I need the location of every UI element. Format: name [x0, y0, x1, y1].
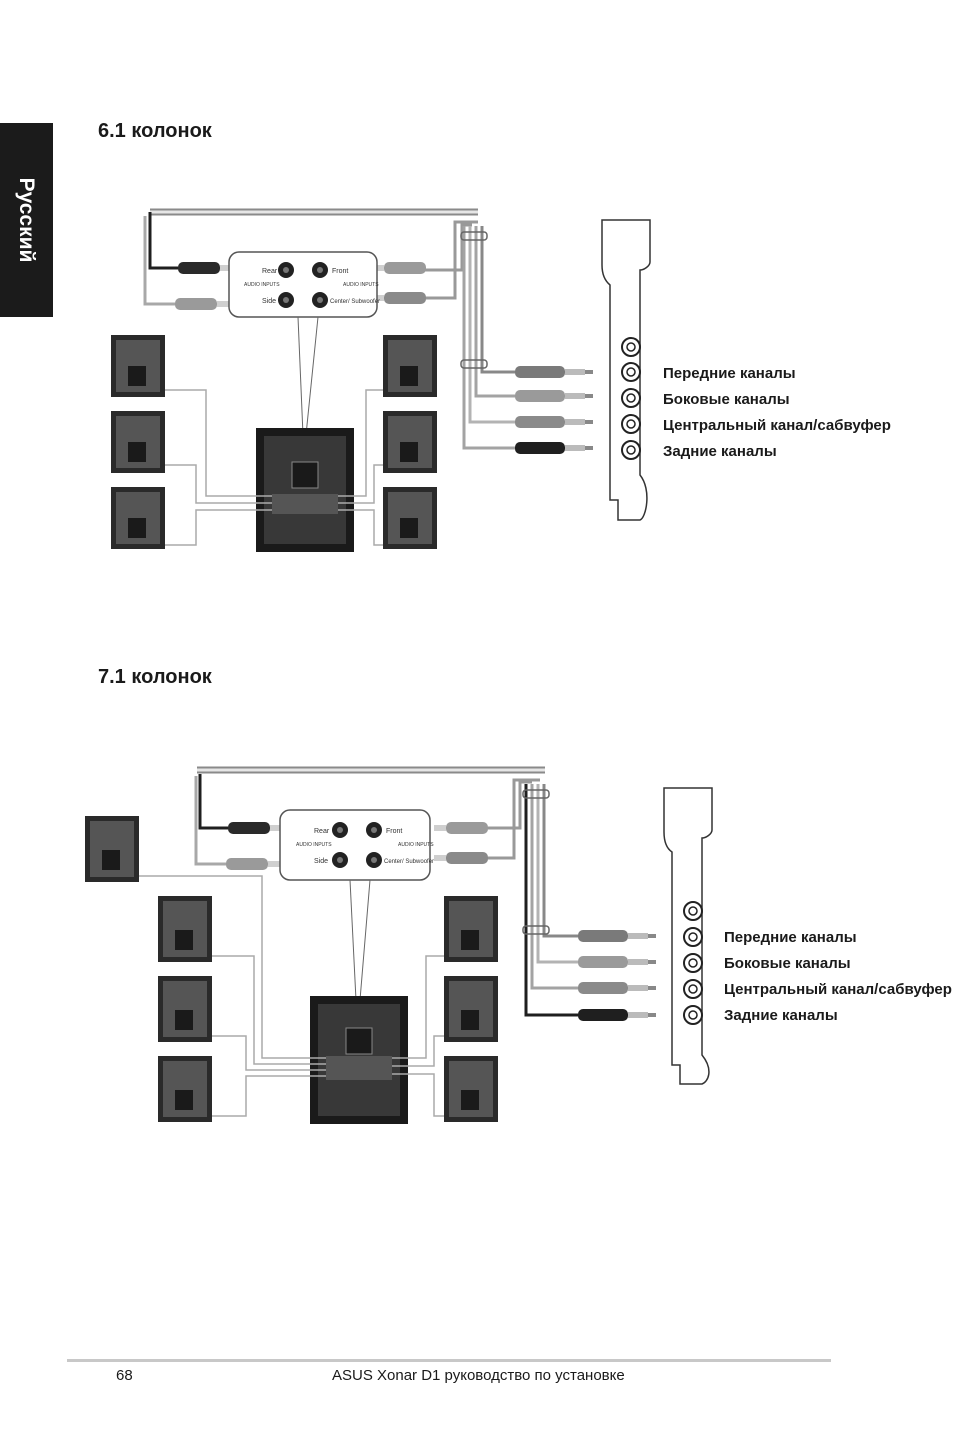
output-label-rear-6: Задние каналы — [663, 443, 777, 460]
speaker-right-2-6 — [383, 411, 437, 473]
side-label-6: Side — [262, 298, 276, 305]
diagram-6-1: Rear Side Front Center/ Subwoofer AUDIO … — [0, 200, 954, 560]
diagram-7-1-svg: Rear Side Front Center/ Subwoofer AUDIO … — [85, 766, 952, 1124]
speaker-left-1-6 — [111, 335, 165, 397]
speaker-right-3-7 — [444, 1056, 498, 1122]
audio-input-panel-7 — [279, 809, 431, 881]
output-label-side-7: Боковые каналы — [724, 955, 851, 972]
audio-input-panel-6 — [228, 251, 378, 318]
output-label-side-6: Боковые каналы — [663, 391, 790, 408]
diagram-7-1: Rear Side Front Center/ Subwoofer AUDIO … — [0, 760, 954, 1130]
output-jacks-6 — [621, 337, 641, 460]
output-label-center-6: Центральный канал/сабвуфер — [663, 417, 891, 434]
speaker-left-2-6 — [111, 411, 165, 473]
card-bracket-7 — [663, 787, 713, 1085]
page-number: 68 — [116, 1367, 133, 1384]
card-bracket-6 — [601, 219, 651, 521]
speaker-left-2-7 — [158, 976, 212, 1042]
section-title-7-1: 7.1 колонок — [98, 666, 212, 688]
language-tab: Русский — [0, 123, 53, 317]
front-label-7: Front — [386, 828, 402, 835]
section-title-6-1: 6.1 колонок — [98, 120, 212, 142]
speaker-right-3-6 — [383, 487, 437, 549]
rear-plug-7 — [228, 822, 282, 834]
inputs-label-left-7: AUDIO INPUTS — [296, 842, 332, 848]
output-label-front-7: Передние каналы — [724, 929, 857, 946]
speaker-left-3-7 — [158, 1056, 212, 1122]
speaker-right-1-7 — [444, 896, 498, 962]
footer-rule — [67, 1359, 831, 1362]
rear-label-7: Rear — [314, 828, 330, 835]
side-plug-6 — [175, 298, 229, 310]
footer-doc-title: ASUS Xonar D1 руководство по установке — [332, 1367, 625, 1384]
center-plug-6 — [372, 292, 426, 304]
speaker-rear-center-7 — [85, 816, 139, 882]
speaker-right-2-7 — [444, 976, 498, 1042]
inputs-label-left-6: AUDIO INPUTS — [244, 282, 280, 288]
center-plug-7 — [434, 852, 488, 864]
output-label-rear-7: Задние каналы — [724, 1007, 838, 1024]
center-label-7: Center/ Subwoofer — [384, 859, 434, 865]
side-label-7: Side — [314, 858, 328, 865]
side-plug-7 — [226, 858, 280, 870]
inputs-label-right-7: AUDIO INPUTS — [398, 842, 434, 848]
front-plug-6 — [372, 262, 426, 274]
speaker-left-3-6 — [111, 487, 165, 549]
output-label-front-6: Передние каналы — [663, 365, 796, 382]
output-label-center-7: Центральный канал/сабвуфер — [724, 981, 952, 998]
output-jacks-7 — [683, 901, 703, 1025]
front-plug-7 — [434, 822, 488, 834]
speaker-left-1-7 — [158, 896, 212, 962]
diagram-6-1-svg: Rear Side Front Center/ Subwoofer AUDIO … — [111, 208, 891, 552]
speaker-right-1-6 — [383, 335, 437, 397]
rear-plug-6 — [178, 262, 232, 274]
inputs-label-right-6: AUDIO INPUTS — [343, 282, 379, 288]
front-label-6: Front — [332, 268, 348, 275]
center-label-6: Center/ Subwoofer — [330, 299, 380, 305]
rear-label-6: Rear — [262, 268, 278, 275]
